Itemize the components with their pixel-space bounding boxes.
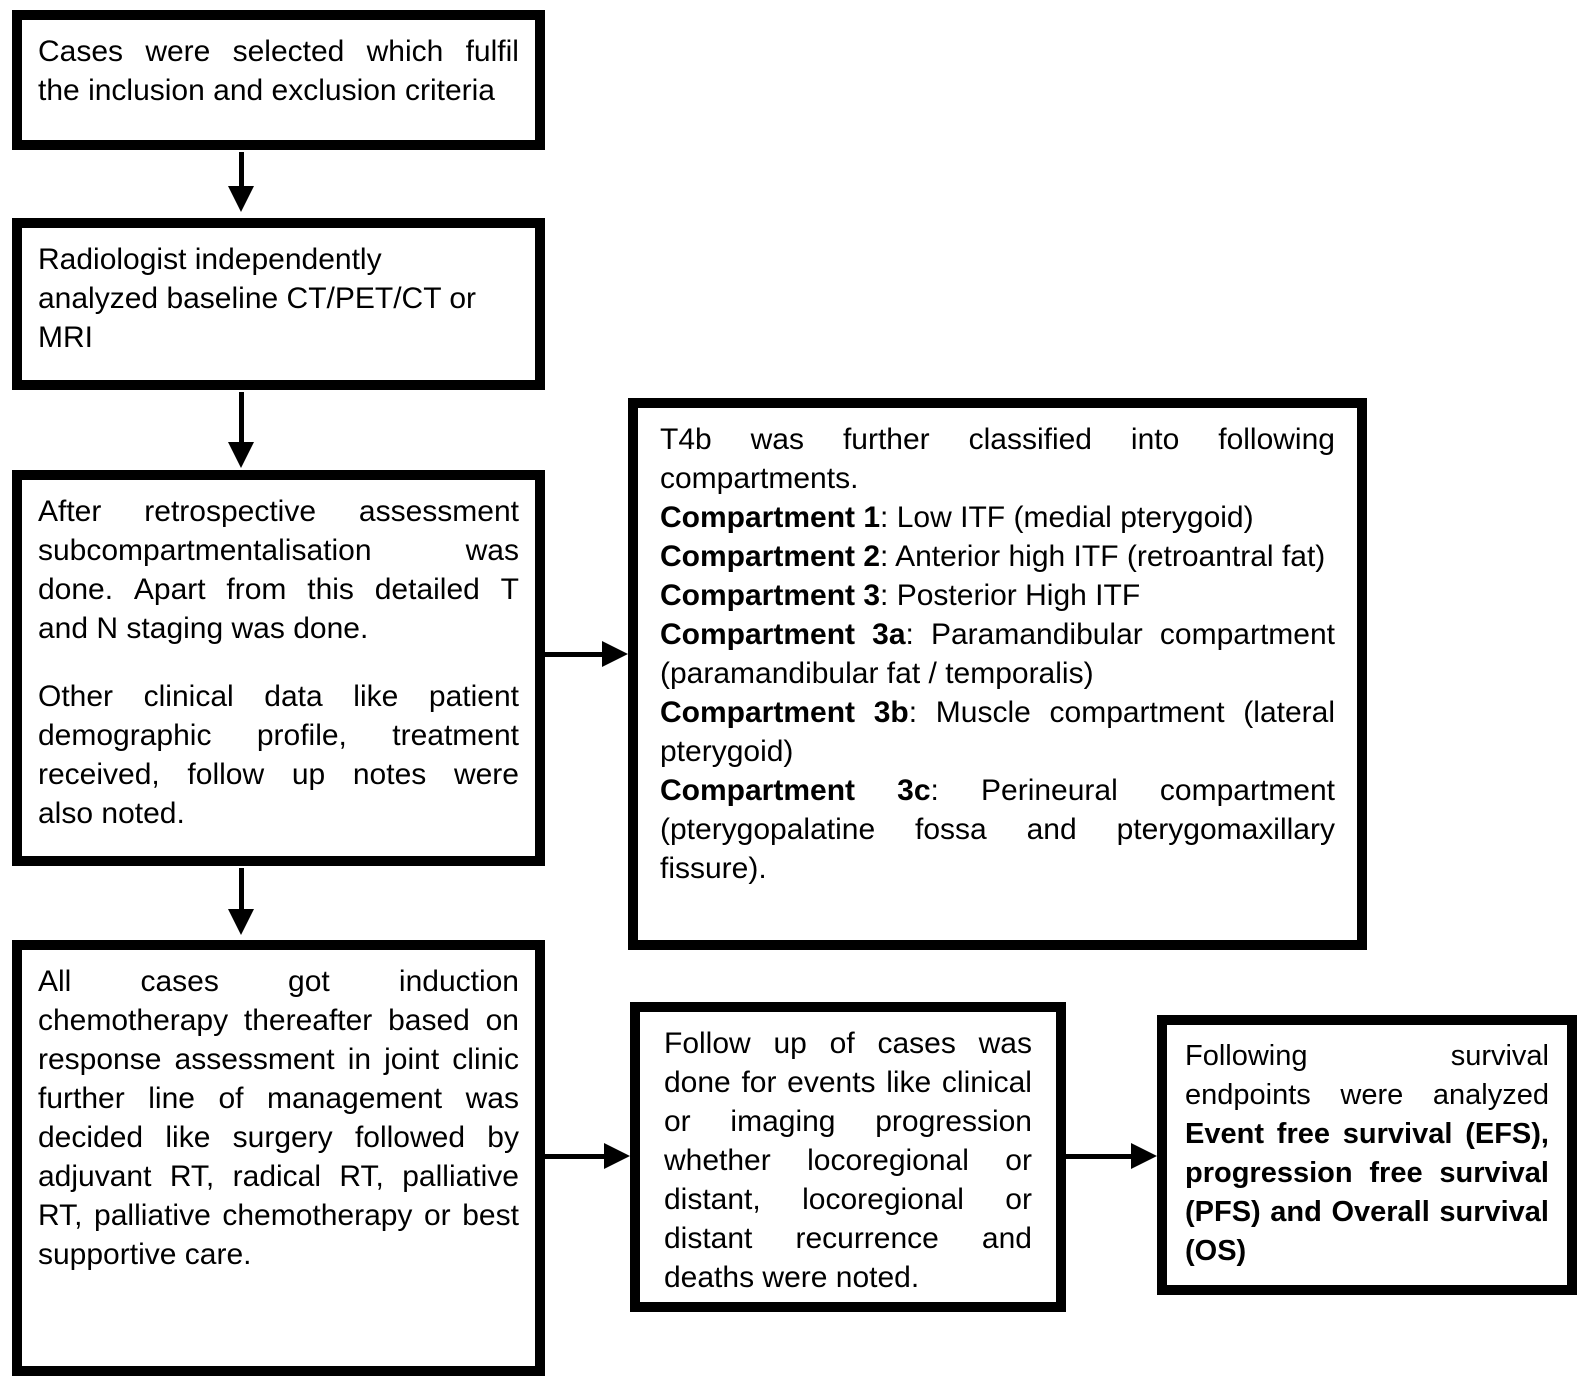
text-line: Compartment 3: Posterior High ITF	[660, 579, 1141, 612]
text-line: the inclusion and exclusion criteria	[38, 74, 495, 107]
arrow-treatment-to-followup	[545, 1143, 630, 1169]
arrow-radiologist-to-assessment	[228, 392, 254, 468]
text-line: pterygoid)	[660, 735, 794, 768]
text-line: supportive care.	[38, 1238, 252, 1271]
arrow-assessment-to-treatment	[228, 868, 254, 935]
text-line: MRI	[38, 321, 93, 354]
arrow-assessment-to-compartments	[545, 641, 628, 667]
text-line: deaths were noted.	[664, 1261, 920, 1294]
text-line: Compartment 1: Low ITF (medial pterygoid…	[660, 501, 1254, 534]
text-line: compartments.	[660, 462, 859, 495]
text-line: also noted.	[38, 797, 185, 830]
text-line: analyzed baseline CT/PET/CT or	[38, 282, 477, 315]
text-line: Radiologist independently	[38, 243, 382, 276]
text-line: fissure).	[660, 852, 767, 885]
text-line: Compartment 2: Anterior high ITF (retroa…	[660, 540, 1326, 573]
text-line: (paramandibular fat / temporalis)	[660, 657, 1094, 690]
arrow-followup-to-survival	[1066, 1143, 1157, 1169]
text-line: and N staging was done.	[38, 612, 369, 645]
text-line: (OS)	[1185, 1235, 1247, 1267]
arrow-selection-to-radiologist	[228, 152, 254, 212]
box-radiologist-analysis: Radiologist independently analyzed baseli…	[12, 218, 545, 390]
